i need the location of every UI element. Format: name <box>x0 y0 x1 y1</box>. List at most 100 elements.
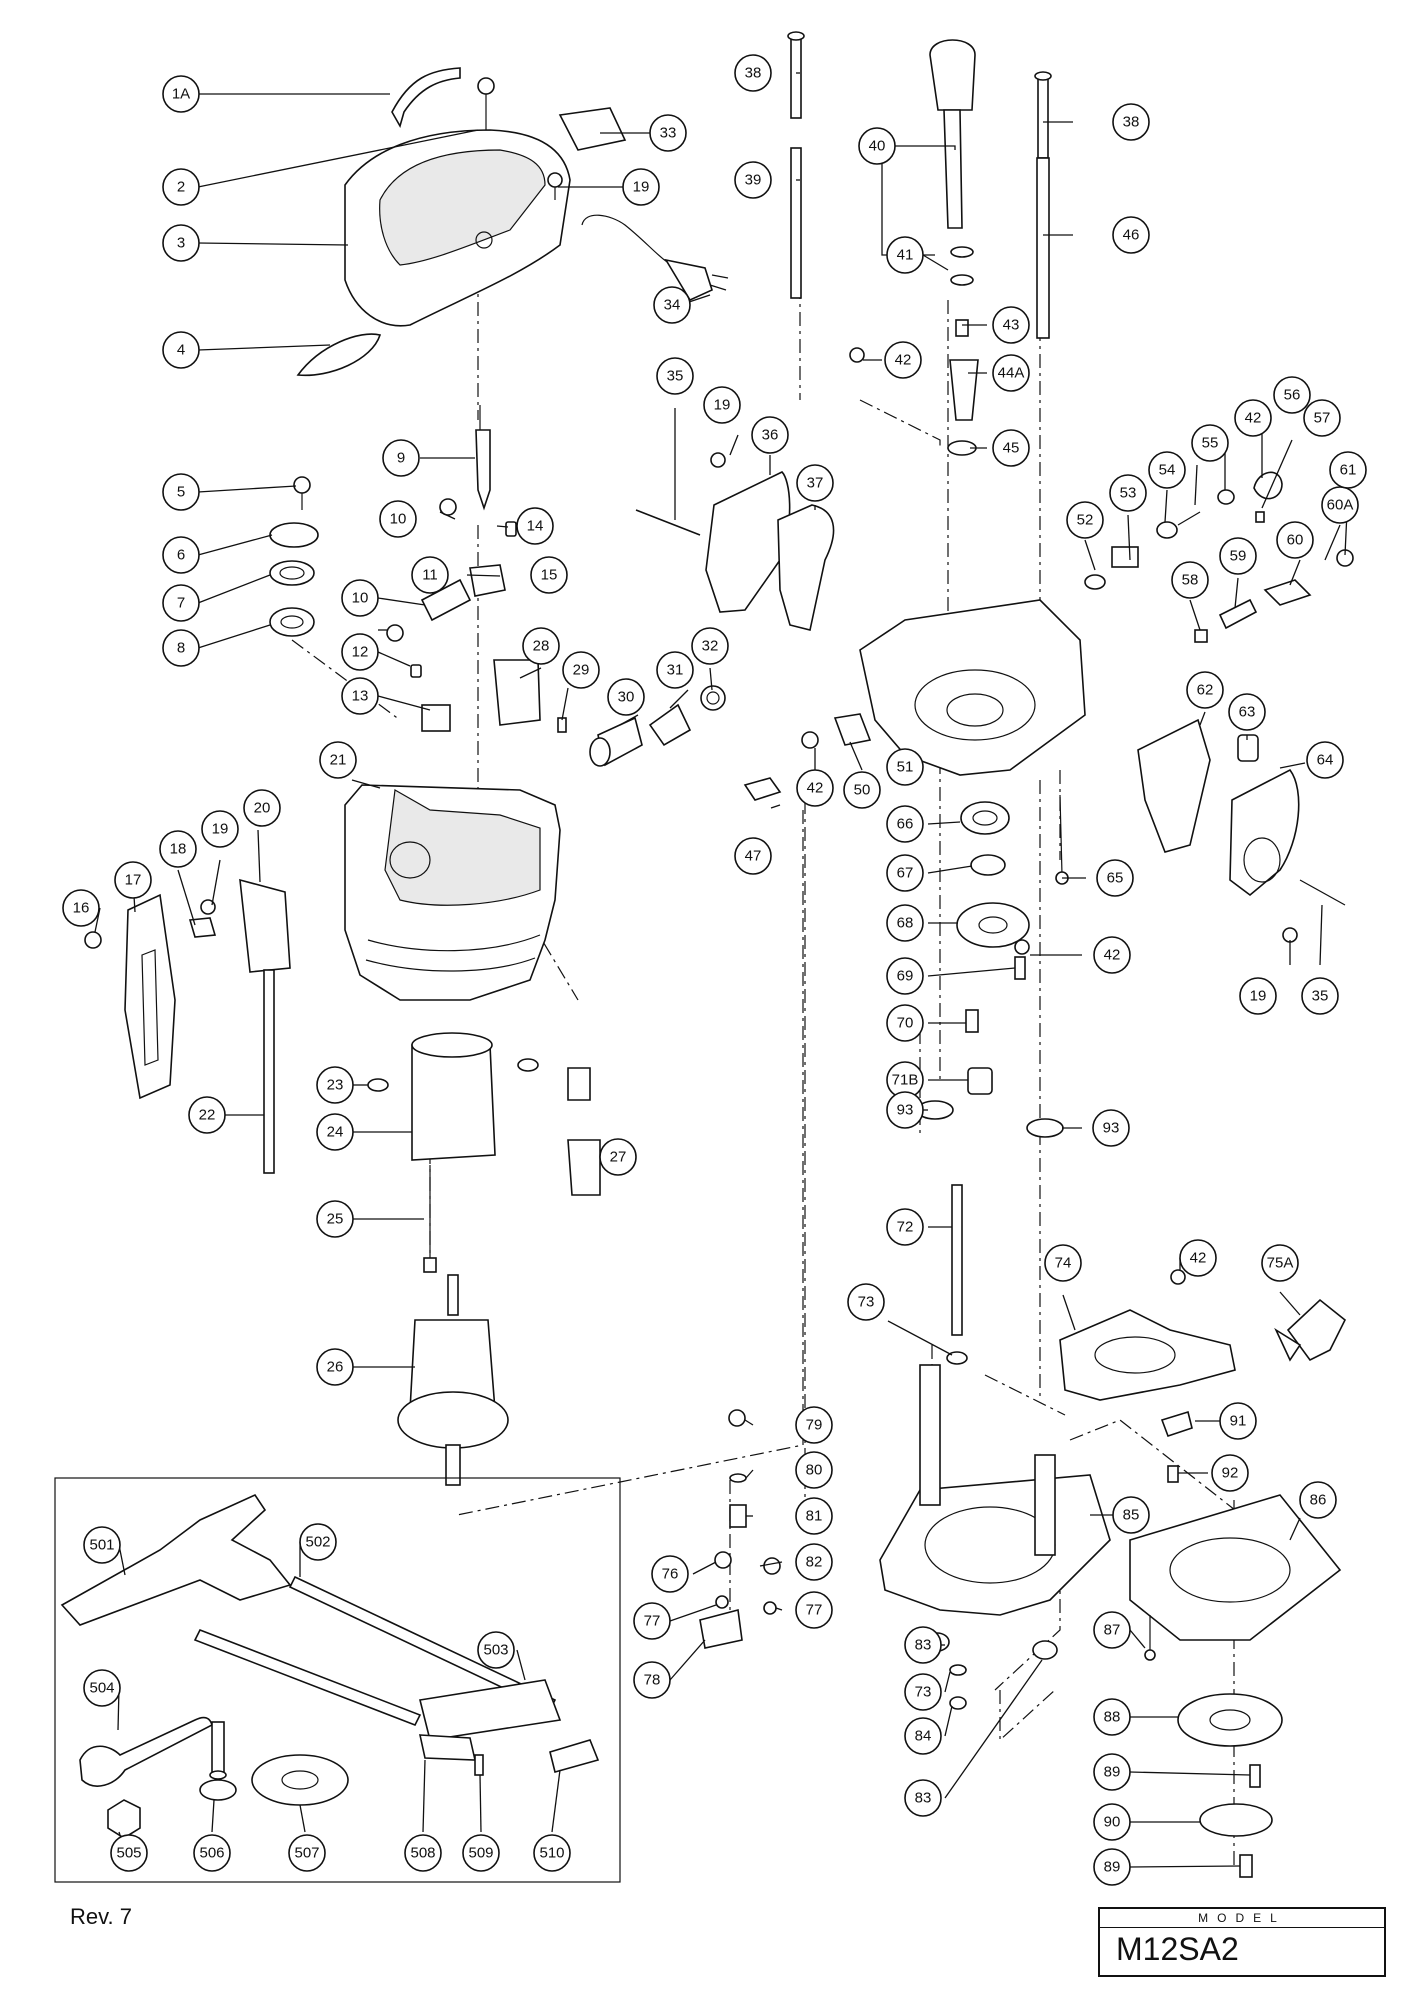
svg-text:73: 73 <box>858 1294 875 1311</box>
svg-text:64: 64 <box>1317 752 1334 769</box>
callout-25: 25 <box>316 1200 354 1238</box>
callout-8: 8 <box>162 629 200 667</box>
callout-42: 42 <box>1234 399 1272 437</box>
callout-19: 19 <box>622 168 660 206</box>
svg-text:83: 83 <box>915 1790 932 1807</box>
svg-text:91: 91 <box>1230 1413 1247 1430</box>
svg-text:10: 10 <box>352 590 369 607</box>
svg-text:8: 8 <box>177 640 185 657</box>
callout-38: 38 <box>734 54 772 92</box>
callout-502: 502 <box>299 1523 337 1561</box>
callout-20: 20 <box>243 789 281 827</box>
svg-text:19: 19 <box>212 821 229 838</box>
svg-text:16: 16 <box>73 900 90 917</box>
callout-47: 47 <box>734 837 772 875</box>
callout-68: 68 <box>886 904 924 942</box>
callout-73: 73 <box>904 1673 942 1711</box>
callout-51: 51 <box>886 748 924 786</box>
callout-10: 10 <box>341 579 379 617</box>
callout-45: 45 <box>992 429 1030 467</box>
callout-42: 42 <box>796 769 834 807</box>
accessory-box <box>54 1477 621 1883</box>
callout-62: 62 <box>1186 671 1224 709</box>
callout-60: 60 <box>1276 521 1314 559</box>
callout-46: 46 <box>1112 216 1150 254</box>
callout-504: 504 <box>83 1669 121 1707</box>
model-name: M12SA2 <box>1116 1931 1239 1967</box>
callout-506: 506 <box>193 1834 231 1872</box>
svg-text:46: 46 <box>1123 227 1140 244</box>
callout-39: 39 <box>734 161 772 199</box>
svg-text:87: 87 <box>1104 1622 1121 1639</box>
svg-text:505: 505 <box>116 1845 141 1862</box>
callout-35: 35 <box>656 357 694 395</box>
callout-27: 27 <box>599 1138 637 1176</box>
svg-text:72: 72 <box>897 1219 914 1236</box>
svg-text:15: 15 <box>541 567 558 584</box>
callout-35: 35 <box>1301 977 1339 1015</box>
callout-55: 55 <box>1191 424 1229 462</box>
svg-text:92: 92 <box>1222 1465 1239 1482</box>
svg-text:42: 42 <box>807 780 824 797</box>
callout-16: 16 <box>62 889 100 927</box>
svg-text:36: 36 <box>762 427 779 444</box>
svg-text:501: 501 <box>89 1537 114 1554</box>
svg-text:42: 42 <box>1190 1250 1207 1267</box>
svg-text:38: 38 <box>745 65 762 82</box>
svg-text:39: 39 <box>745 172 762 189</box>
callout-19: 19 <box>201 810 239 848</box>
svg-text:18: 18 <box>170 841 187 858</box>
svg-text:83: 83 <box>915 1637 932 1654</box>
svg-text:4: 4 <box>177 342 185 359</box>
callout-74: 74 <box>1044 1244 1082 1282</box>
callout-9: 9 <box>382 439 420 477</box>
svg-text:67: 67 <box>897 865 914 882</box>
callout-80: 80 <box>795 1451 833 1489</box>
callout-11: 11 <box>411 556 449 594</box>
svg-text:506: 506 <box>199 1845 224 1862</box>
callout-18: 18 <box>159 830 197 868</box>
callout-19: 19 <box>703 386 741 424</box>
callout-82: 82 <box>795 1543 833 1581</box>
svg-text:17: 17 <box>125 872 142 889</box>
svg-text:33: 33 <box>660 125 677 142</box>
model-title-block: MODEL M12SA2 <box>1098 1907 1386 1977</box>
callout-61: 61 <box>1329 451 1367 489</box>
svg-text:19: 19 <box>1250 988 1267 1005</box>
callout-501: 501 <box>83 1526 121 1564</box>
svg-text:37: 37 <box>807 475 824 492</box>
svg-text:12: 12 <box>352 644 369 661</box>
svg-text:35: 35 <box>667 368 684 385</box>
callouts: 1A 2 3 4 5 6 7 8 9 10 10 11 12 13 14 15 … <box>62 54 1367 1886</box>
svg-text:89: 89 <box>1104 1764 1121 1781</box>
svg-text:34: 34 <box>664 297 681 314</box>
svg-text:53: 53 <box>1120 485 1137 502</box>
callout-72: 72 <box>886 1208 924 1246</box>
callout-40: 40 <box>858 127 896 165</box>
svg-text:507: 507 <box>294 1845 319 1862</box>
svg-text:508: 508 <box>410 1845 435 1862</box>
callout-42: 42 <box>1179 1239 1217 1277</box>
svg-text:42: 42 <box>895 352 912 369</box>
svg-text:19: 19 <box>633 179 650 196</box>
callout-2: 2 <box>162 168 200 206</box>
model-caption: MODEL <box>1100 1909 1384 1928</box>
svg-text:62: 62 <box>1197 682 1214 699</box>
callout-52: 52 <box>1066 501 1104 539</box>
callout-93: 93 <box>886 1091 924 1129</box>
svg-text:42: 42 <box>1104 947 1121 964</box>
svg-text:44A: 44A <box>998 365 1025 382</box>
svg-text:68: 68 <box>897 915 914 932</box>
svg-text:19: 19 <box>714 397 731 414</box>
callout-90: 90 <box>1093 1803 1131 1841</box>
svg-text:81: 81 <box>806 1508 823 1525</box>
callout-56: 56 <box>1273 376 1311 414</box>
svg-text:86: 86 <box>1310 1492 1327 1509</box>
callout-29: 29 <box>562 651 600 689</box>
callout-91: 91 <box>1219 1402 1257 1440</box>
svg-text:5: 5 <box>177 484 185 501</box>
callout-77: 77 <box>633 1602 671 1640</box>
callout-83: 83 <box>904 1779 942 1817</box>
callout-34: 34 <box>653 286 691 324</box>
